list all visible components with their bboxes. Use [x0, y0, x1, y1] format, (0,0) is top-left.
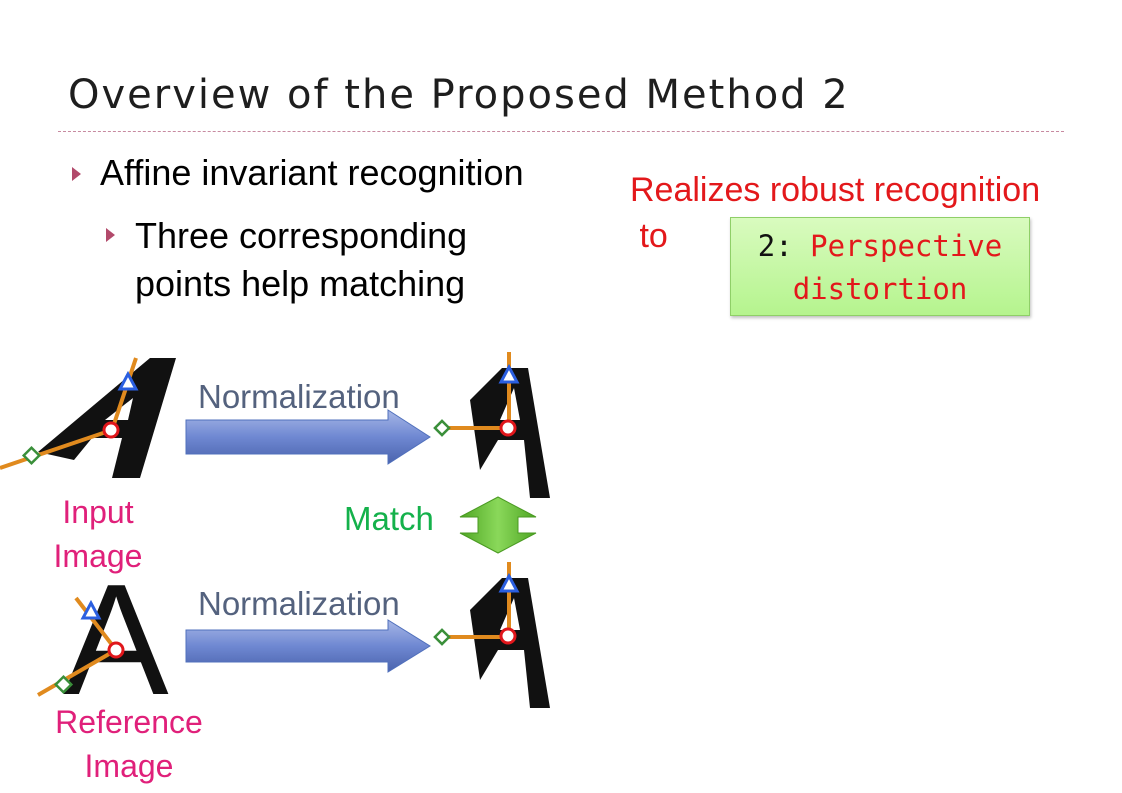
reference-image-label-line1: Reference [55, 704, 203, 740]
callout-line1: Realizes robust recognition [630, 171, 1041, 209]
title-divider [58, 131, 1064, 132]
input-diamond-marker [21, 445, 42, 466]
match-double-arrow [459, 496, 537, 554]
reference-diamond-marker [53, 674, 74, 695]
reference-image-label-line2: Image [84, 748, 174, 784]
bullet-level1: Affine invariant recognition [100, 152, 524, 193]
callout-text: Realizes robust recognition to [630, 167, 1040, 259]
bullet-level2-line2: points help matching [135, 263, 466, 304]
reference-triangle-marker [80, 599, 102, 620]
callout-line2: to [630, 217, 668, 255]
match-label: Match [344, 500, 434, 537]
input-image-label: Input Image [40, 490, 156, 578]
input-triangle-marker [117, 370, 139, 391]
reference-circle-marker [107, 641, 125, 659]
normalization-arrow-bottom [185, 619, 431, 673]
bullet-level2: Three corresponding points help matching [135, 212, 467, 308]
normalization-arrow-top [185, 409, 431, 465]
perspective-distortion-box: 2: Perspective distortion [730, 217, 1030, 316]
reference-letter-a: A [63, 552, 169, 728]
svg-text:A: A [63, 552, 169, 728]
bullet-level2-line1: Three corresponding [135, 215, 468, 256]
reference-feature-lines [37, 596, 118, 697]
normalized-bottom-circle-marker [499, 627, 517, 645]
box-line2: distortion [792, 272, 968, 306]
normalization-label-top: Normalization [198, 378, 400, 415]
box-line1: Perspective [810, 229, 1003, 263]
normalized-top-circle-marker [499, 419, 517, 437]
slide-title: Overview of the Proposed Method 2 [68, 72, 850, 118]
input-letter-a [38, 358, 176, 478]
reference-image-label: Reference Image [44, 700, 214, 788]
normalized-top-diamond-marker [433, 419, 451, 437]
bullet-arrow-icon [106, 228, 115, 242]
input-image-label-line2: Image [53, 538, 143, 574]
input-circle-marker [102, 421, 120, 439]
input-feature-lines [0, 357, 138, 470]
input-image-label-line1: Input [62, 494, 134, 530]
bullet-arrow-icon [72, 167, 81, 181]
normalized-top-triangle-marker [498, 363, 520, 384]
normalized-bottom-triangle-marker [498, 572, 520, 593]
box-number: 2: [757, 229, 811, 263]
normalization-label-bottom: Normalization [198, 585, 400, 622]
normalized-bottom-diamond-marker [433, 628, 451, 646]
